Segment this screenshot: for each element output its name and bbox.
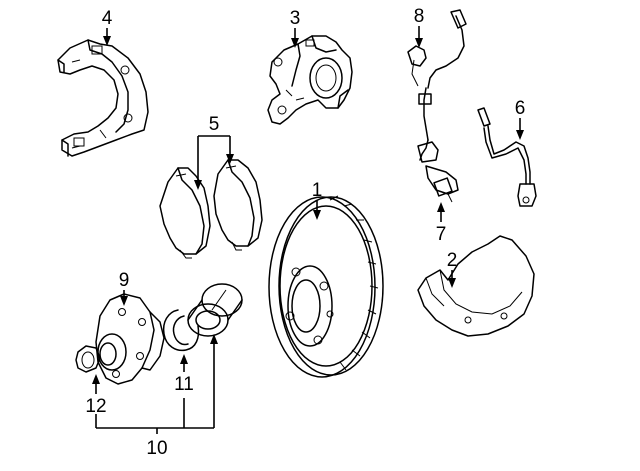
brake-hose (477, 107, 537, 207)
callout-labels: 1 2 3 4 5 6 7 8 9 10 11 12 (85, 6, 525, 459)
callout-10: 10 (146, 438, 167, 459)
callout-6: 6 (515, 98, 526, 119)
wheel-speed-sensor (417, 141, 459, 203)
callout-8: 8 (414, 6, 425, 27)
brake-rotor (268, 195, 384, 378)
callout-2: 2 (447, 250, 458, 271)
wheel-bearing (187, 283, 243, 337)
brake-pads (159, 159, 263, 259)
hub-nut (75, 345, 101, 373)
abs-sensor-harness (407, 9, 467, 161)
callout-4: 4 (102, 8, 113, 29)
caliper-bracket (57, 39, 149, 157)
callout-11: 11 (174, 374, 194, 395)
leader-lines (92, 26, 524, 434)
callout-7: 7 (436, 224, 447, 245)
callout-3: 3 (290, 8, 301, 29)
callout-1: 1 (312, 180, 323, 201)
wheel-hub (95, 293, 165, 385)
callout-5: 5 (209, 114, 220, 135)
splash-shield (417, 235, 535, 337)
callout-9: 9 (119, 270, 130, 291)
callout-12: 12 (85, 396, 106, 417)
brake-caliper (267, 35, 353, 125)
snap-ring (162, 309, 200, 352)
